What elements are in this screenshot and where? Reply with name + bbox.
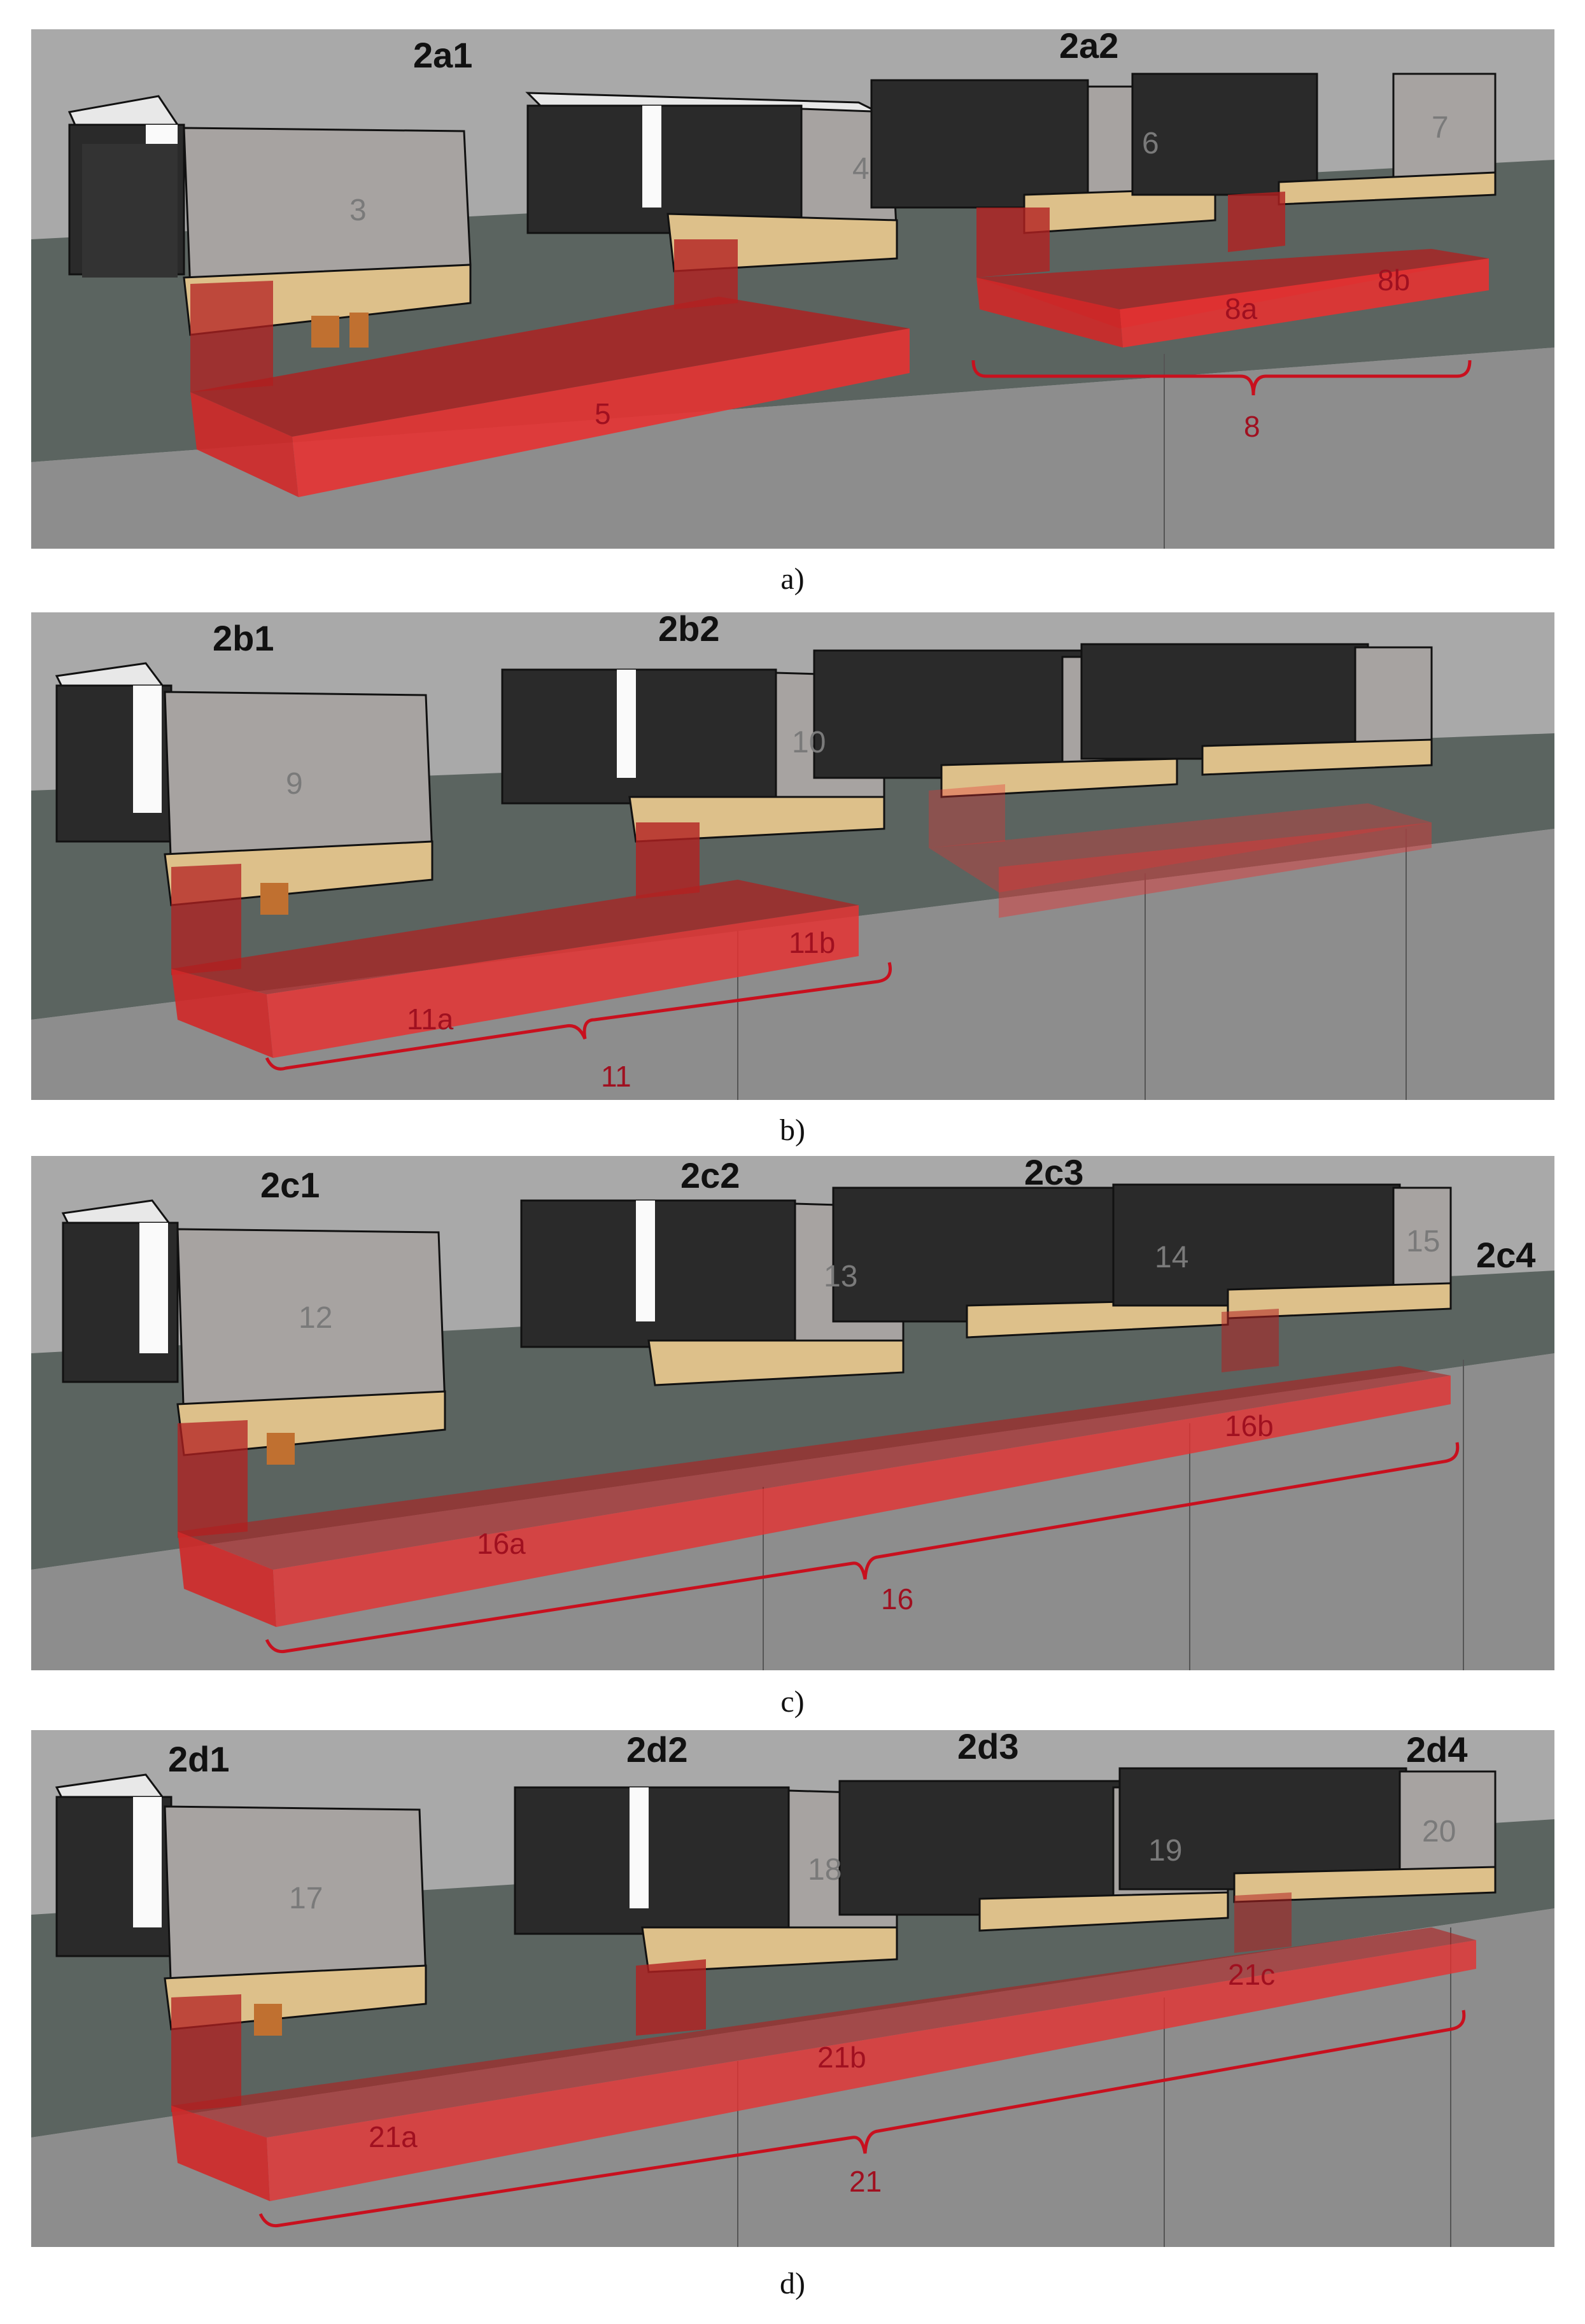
building-number-15: 15 bbox=[1406, 1225, 1440, 1258]
caption-c: c) bbox=[780, 1685, 805, 1719]
zone-label-21c: 21c bbox=[1228, 1958, 1275, 1991]
excavation-zone-right-b bbox=[929, 784, 1432, 918]
panel-c: 2c1 2c2 2c3 2c4 12 13 14 15 16a 16b 16 bbox=[31, 1156, 1554, 1670]
bracket-11 bbox=[265, 962, 892, 1071]
bracket-8 bbox=[971, 360, 1472, 396]
building-number-14: 14 bbox=[1155, 1241, 1188, 1274]
block-label-2d1: 2d1 bbox=[168, 1739, 230, 1779]
zone-label-16b: 16b bbox=[1225, 1409, 1274, 1442]
zone-label-21a: 21a bbox=[369, 2120, 418, 2153]
block-label-2c4: 2c4 bbox=[1476, 1235, 1535, 1275]
panel-a: 2a1 2a2 3 4 6 7 5 8a 8b 8 bbox=[31, 29, 1554, 549]
building-20 bbox=[1118, 1767, 1497, 1903]
bracket-label-21: 21 bbox=[849, 2165, 882, 2198]
zone-label-5: 5 bbox=[595, 397, 611, 430]
building-number-10: 10 bbox=[792, 726, 826, 759]
panel-d: 2d1 2d2 2d3 2d4 17 18 19 20 21a 21b 21c … bbox=[31, 1730, 1554, 2247]
caption-a: a) bbox=[780, 562, 805, 596]
block-label-2d2: 2d2 bbox=[626, 1730, 688, 1770]
zone-label-8b: 8b bbox=[1377, 264, 1410, 297]
building-block-2b-right-2 bbox=[1080, 643, 1433, 776]
zone-label-21b: 21b bbox=[817, 2041, 866, 2074]
block-label-2d3: 2d3 bbox=[957, 1730, 1019, 1766]
zone-label-11b: 11b bbox=[789, 926, 835, 959]
building-4 bbox=[525, 92, 898, 272]
block-label-2c1: 2c1 bbox=[260, 1165, 320, 1205]
bracket-21 bbox=[258, 2010, 1466, 2228]
building-17 bbox=[55, 1773, 427, 2036]
caption-b: b) bbox=[780, 1113, 805, 1147]
excavation-zone-21 bbox=[171, 1892, 1476, 2201]
block-label-2a1: 2a1 bbox=[413, 35, 472, 75]
block-label-2d4: 2d4 bbox=[1406, 1730, 1468, 1770]
zone-label-8a: 8a bbox=[1225, 292, 1258, 325]
building-number-20: 20 bbox=[1422, 1815, 1456, 1849]
excavation-zone-8 bbox=[976, 192, 1489, 348]
building-number-3: 3 bbox=[349, 194, 367, 227]
excavation-zone-5 bbox=[190, 239, 910, 497]
block-label-2a2: 2a2 bbox=[1059, 29, 1118, 66]
building-15 bbox=[1112, 1183, 1452, 1320]
block-label-2c3: 2c3 bbox=[1024, 1156, 1083, 1192]
building-number-9: 9 bbox=[286, 767, 303, 801]
caption-d: d) bbox=[780, 2267, 805, 2300]
building-number-13: 13 bbox=[824, 1260, 857, 1293]
building-number-17: 17 bbox=[289, 1882, 323, 1915]
building-number-18: 18 bbox=[808, 1853, 842, 1887]
bracket-label-8: 8 bbox=[1244, 410, 1260, 443]
excavation-zone-11 bbox=[171, 822, 859, 1058]
zone-label-11a: 11a bbox=[407, 1003, 454, 1036]
block-label-2c2: 2c2 bbox=[680, 1156, 740, 1195]
building-number-6: 6 bbox=[1142, 127, 1159, 160]
excavation-zone-16 bbox=[178, 1309, 1451, 1627]
bracket-label-11: 11 bbox=[601, 1060, 631, 1093]
building-number-19: 19 bbox=[1148, 1834, 1182, 1868]
building-number-4: 4 bbox=[852, 152, 870, 186]
block-label-2b2: 2b2 bbox=[658, 612, 720, 649]
panel-b: 2b1 2b2 9 10 11a 11b 11 bbox=[31, 612, 1554, 1100]
bracket-label-16: 16 bbox=[881, 1582, 913, 1616]
building-number-7: 7 bbox=[1432, 111, 1449, 144]
bracket-16 bbox=[265, 1442, 1460, 1654]
zone-label-16a: 16a bbox=[477, 1527, 526, 1560]
block-label-2b1: 2b1 bbox=[213, 618, 274, 658]
building-12 bbox=[61, 1199, 446, 1465]
building-7 bbox=[1131, 73, 1497, 206]
building-number-12: 12 bbox=[299, 1301, 332, 1335]
